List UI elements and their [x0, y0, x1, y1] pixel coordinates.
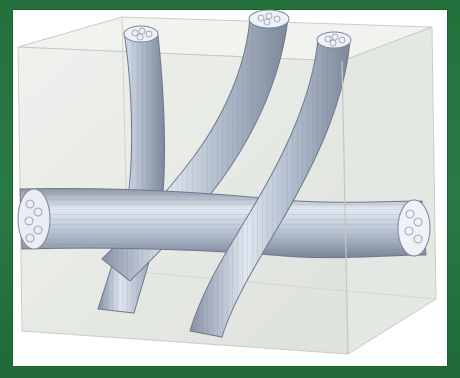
- illustration-panel: [12, 9, 448, 367]
- gel-block-side-face: [342, 27, 436, 354]
- fiber-bundle-block-illustration: [12, 9, 448, 367]
- fiber-bundle-horizontal-right-end: [398, 200, 430, 256]
- fiber-bundle-horizontal-left-end: [18, 189, 50, 249]
